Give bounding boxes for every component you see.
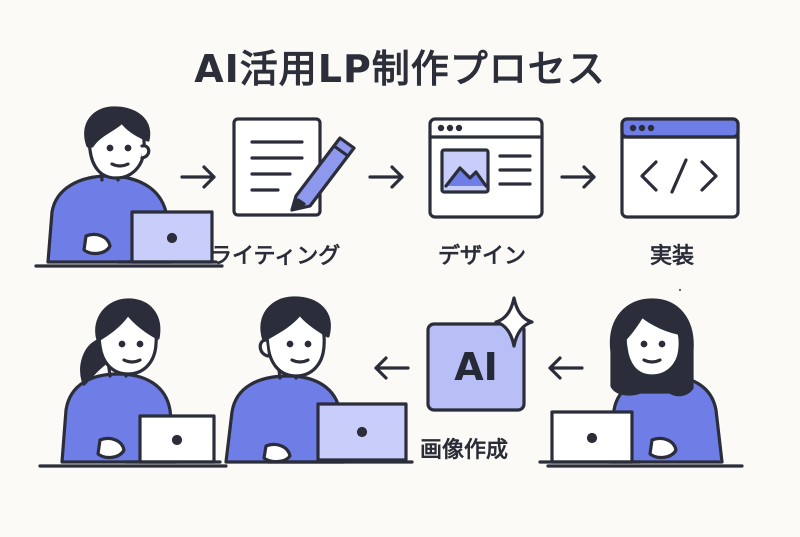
- step-label-implementation: 実装: [650, 244, 695, 269]
- step-label-writing: ライティング: [210, 244, 341, 269]
- person-woman-right-icon: [538, 298, 744, 468]
- arrow-icon: [560, 165, 596, 189]
- step-label-image-creation: 画像作成: [420, 438, 509, 463]
- arrow-icon: [548, 356, 584, 380]
- person-man-middle-icon: [224, 296, 414, 464]
- web-design-window-icon: [428, 117, 544, 219]
- code-window-icon: [620, 117, 740, 219]
- step-label-design: デザイン: [438, 244, 527, 269]
- ai-badge-text: AI: [454, 345, 498, 389]
- page-title: AI活用LP制作プロセス: [194, 47, 606, 91]
- person-writer-icon: [34, 106, 224, 268]
- person-woman-left-icon: [38, 298, 228, 468]
- arrow-icon: [180, 165, 216, 189]
- ai-sparkle-icon: [426, 296, 534, 412]
- arrow-icon: [368, 165, 404, 189]
- pencil-document-icon: [232, 117, 356, 217]
- arrow-icon: [374, 356, 410, 380]
